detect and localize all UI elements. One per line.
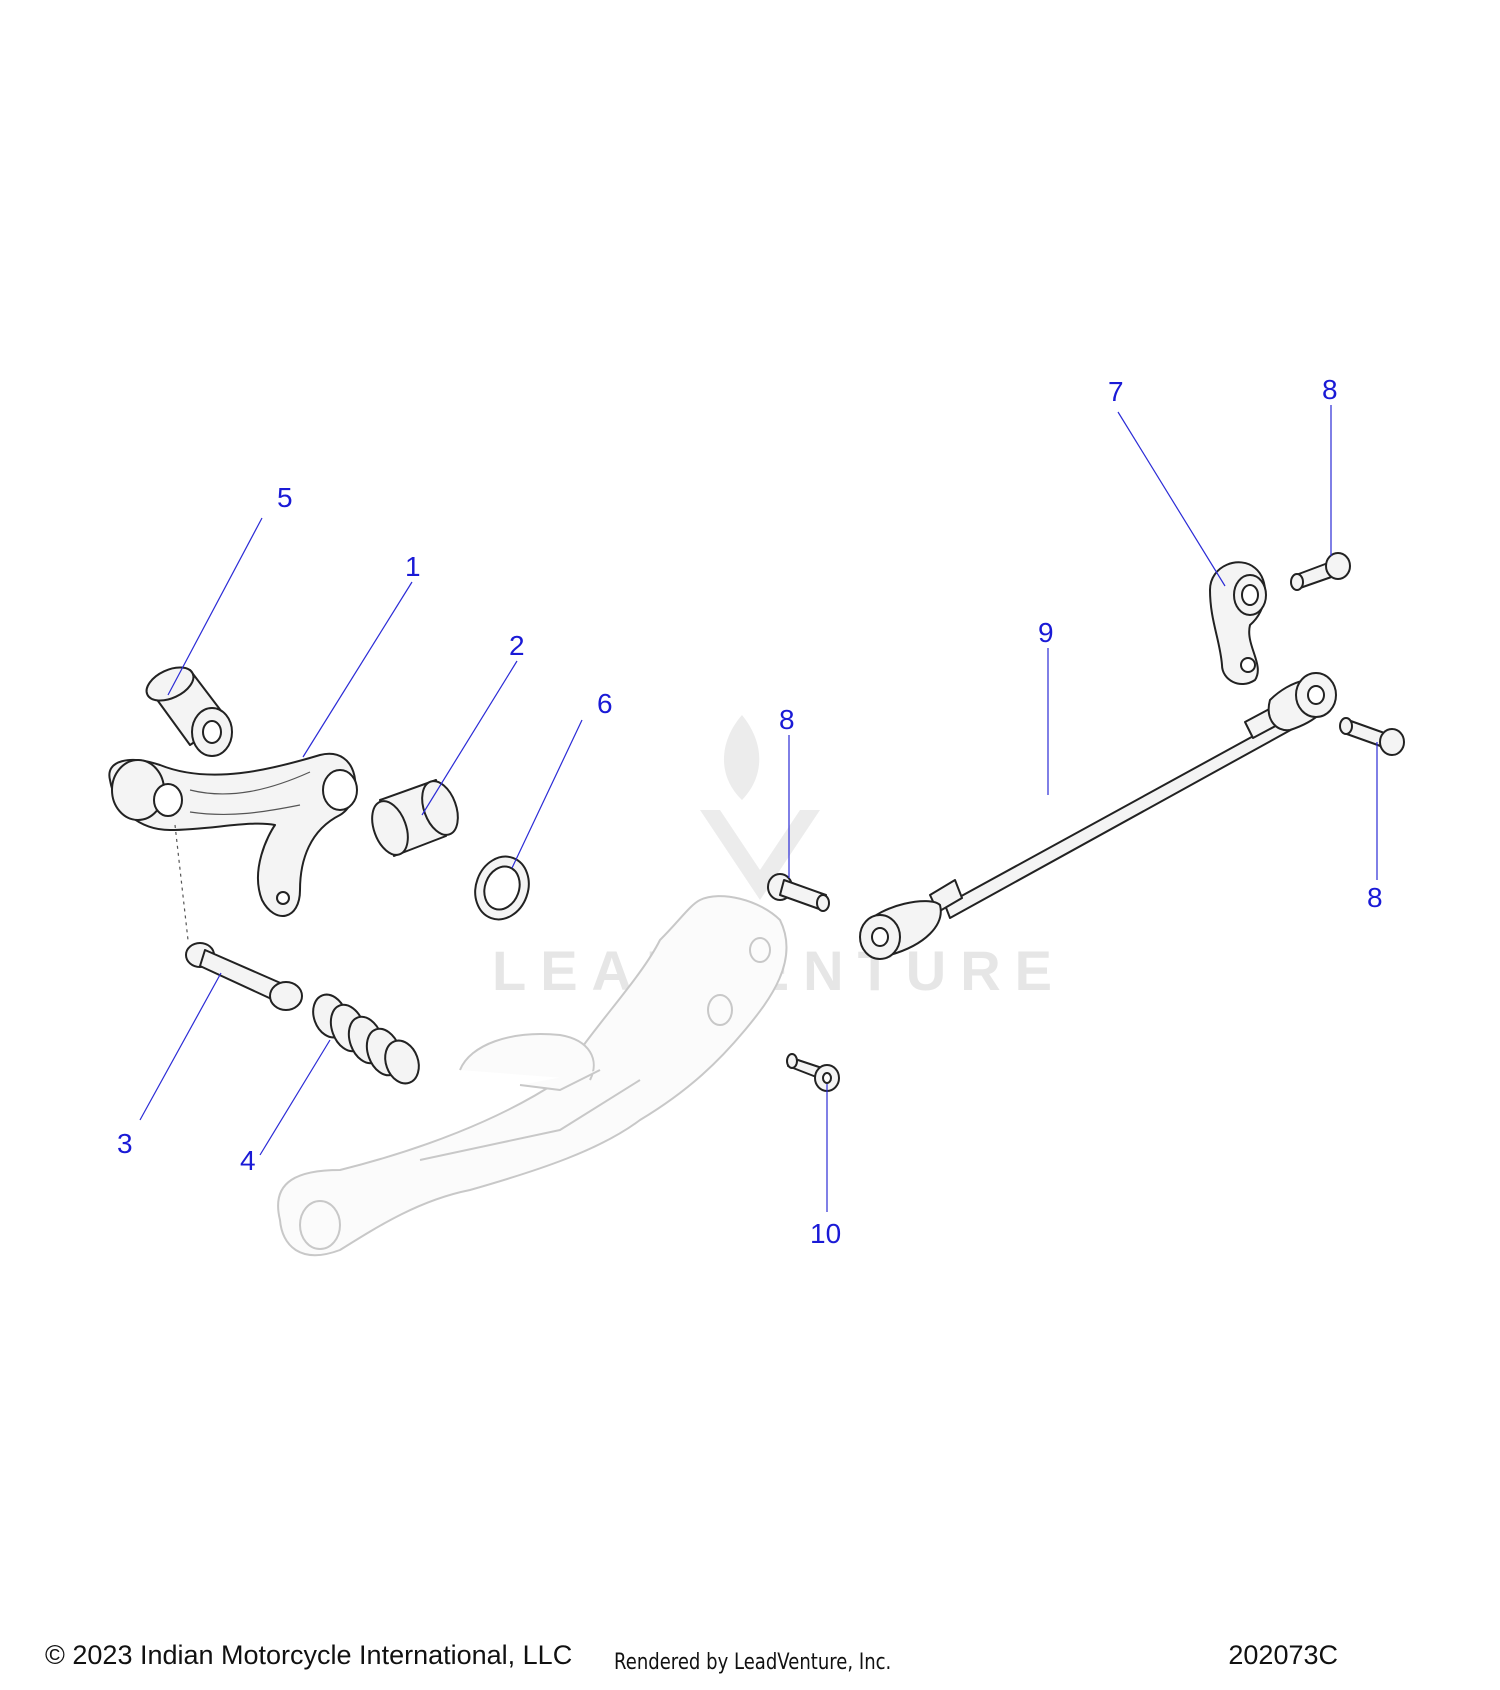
copyright-text: © 2023 Indian Motorcycle International, … bbox=[45, 1640, 573, 1670]
part-7-linkage-clamp[interactable] bbox=[1209, 561, 1267, 685]
leader-1 bbox=[302, 581, 413, 758]
callout-9: 9 bbox=[1038, 617, 1054, 648]
rendered-by-text: Rendered by LeadVenture, Inc. bbox=[614, 1650, 892, 1675]
leader-3 bbox=[139, 972, 222, 1121]
callout-8-top: 8 bbox=[1322, 374, 1338, 405]
part-1-lever-arm[interactable] bbox=[108, 752, 358, 917]
part-2-sleeve[interactable] bbox=[365, 776, 464, 860]
leader-7 bbox=[1117, 411, 1226, 587]
leader-5 bbox=[167, 517, 263, 696]
callout-6: 6 bbox=[597, 688, 613, 719]
part-3-pin[interactable] bbox=[174, 824, 303, 1011]
diagram-id: 202073C bbox=[1228, 1640, 1338, 1670]
callout-1: 1 bbox=[405, 551, 421, 582]
callout-8-right: 8 bbox=[1367, 882, 1383, 913]
callout-8-center: 8 bbox=[779, 704, 795, 735]
part-6-washer[interactable] bbox=[467, 849, 538, 927]
part-8-bolt-center[interactable] bbox=[767, 873, 830, 912]
callout-10: 10 bbox=[810, 1218, 841, 1249]
leader-4 bbox=[259, 1039, 331, 1156]
part-4-spring[interactable] bbox=[307, 990, 424, 1088]
callout-7: 7 bbox=[1108, 376, 1124, 407]
part-8-bolt-right[interactable] bbox=[1339, 717, 1405, 756]
callout-3: 3 bbox=[117, 1128, 133, 1159]
leader-6 bbox=[511, 719, 583, 869]
callout-4: 4 bbox=[240, 1145, 256, 1176]
callout-labels: 5 1 2 6 3 4 7 8 8 9 8 10 bbox=[117, 374, 1383, 1249]
callout-5: 5 bbox=[277, 482, 293, 513]
frame-bracket-reference bbox=[277, 895, 788, 1257]
part-5-bushing[interactable] bbox=[141, 661, 233, 757]
part-9-shift-rod[interactable] bbox=[859, 672, 1337, 960]
callout-2: 2 bbox=[509, 630, 525, 661]
leader-2 bbox=[421, 660, 518, 816]
part-8-bolt-top[interactable] bbox=[1290, 552, 1351, 591]
leader-lines bbox=[139, 405, 1378, 1212]
part-10-screw[interactable] bbox=[786, 1053, 840, 1092]
